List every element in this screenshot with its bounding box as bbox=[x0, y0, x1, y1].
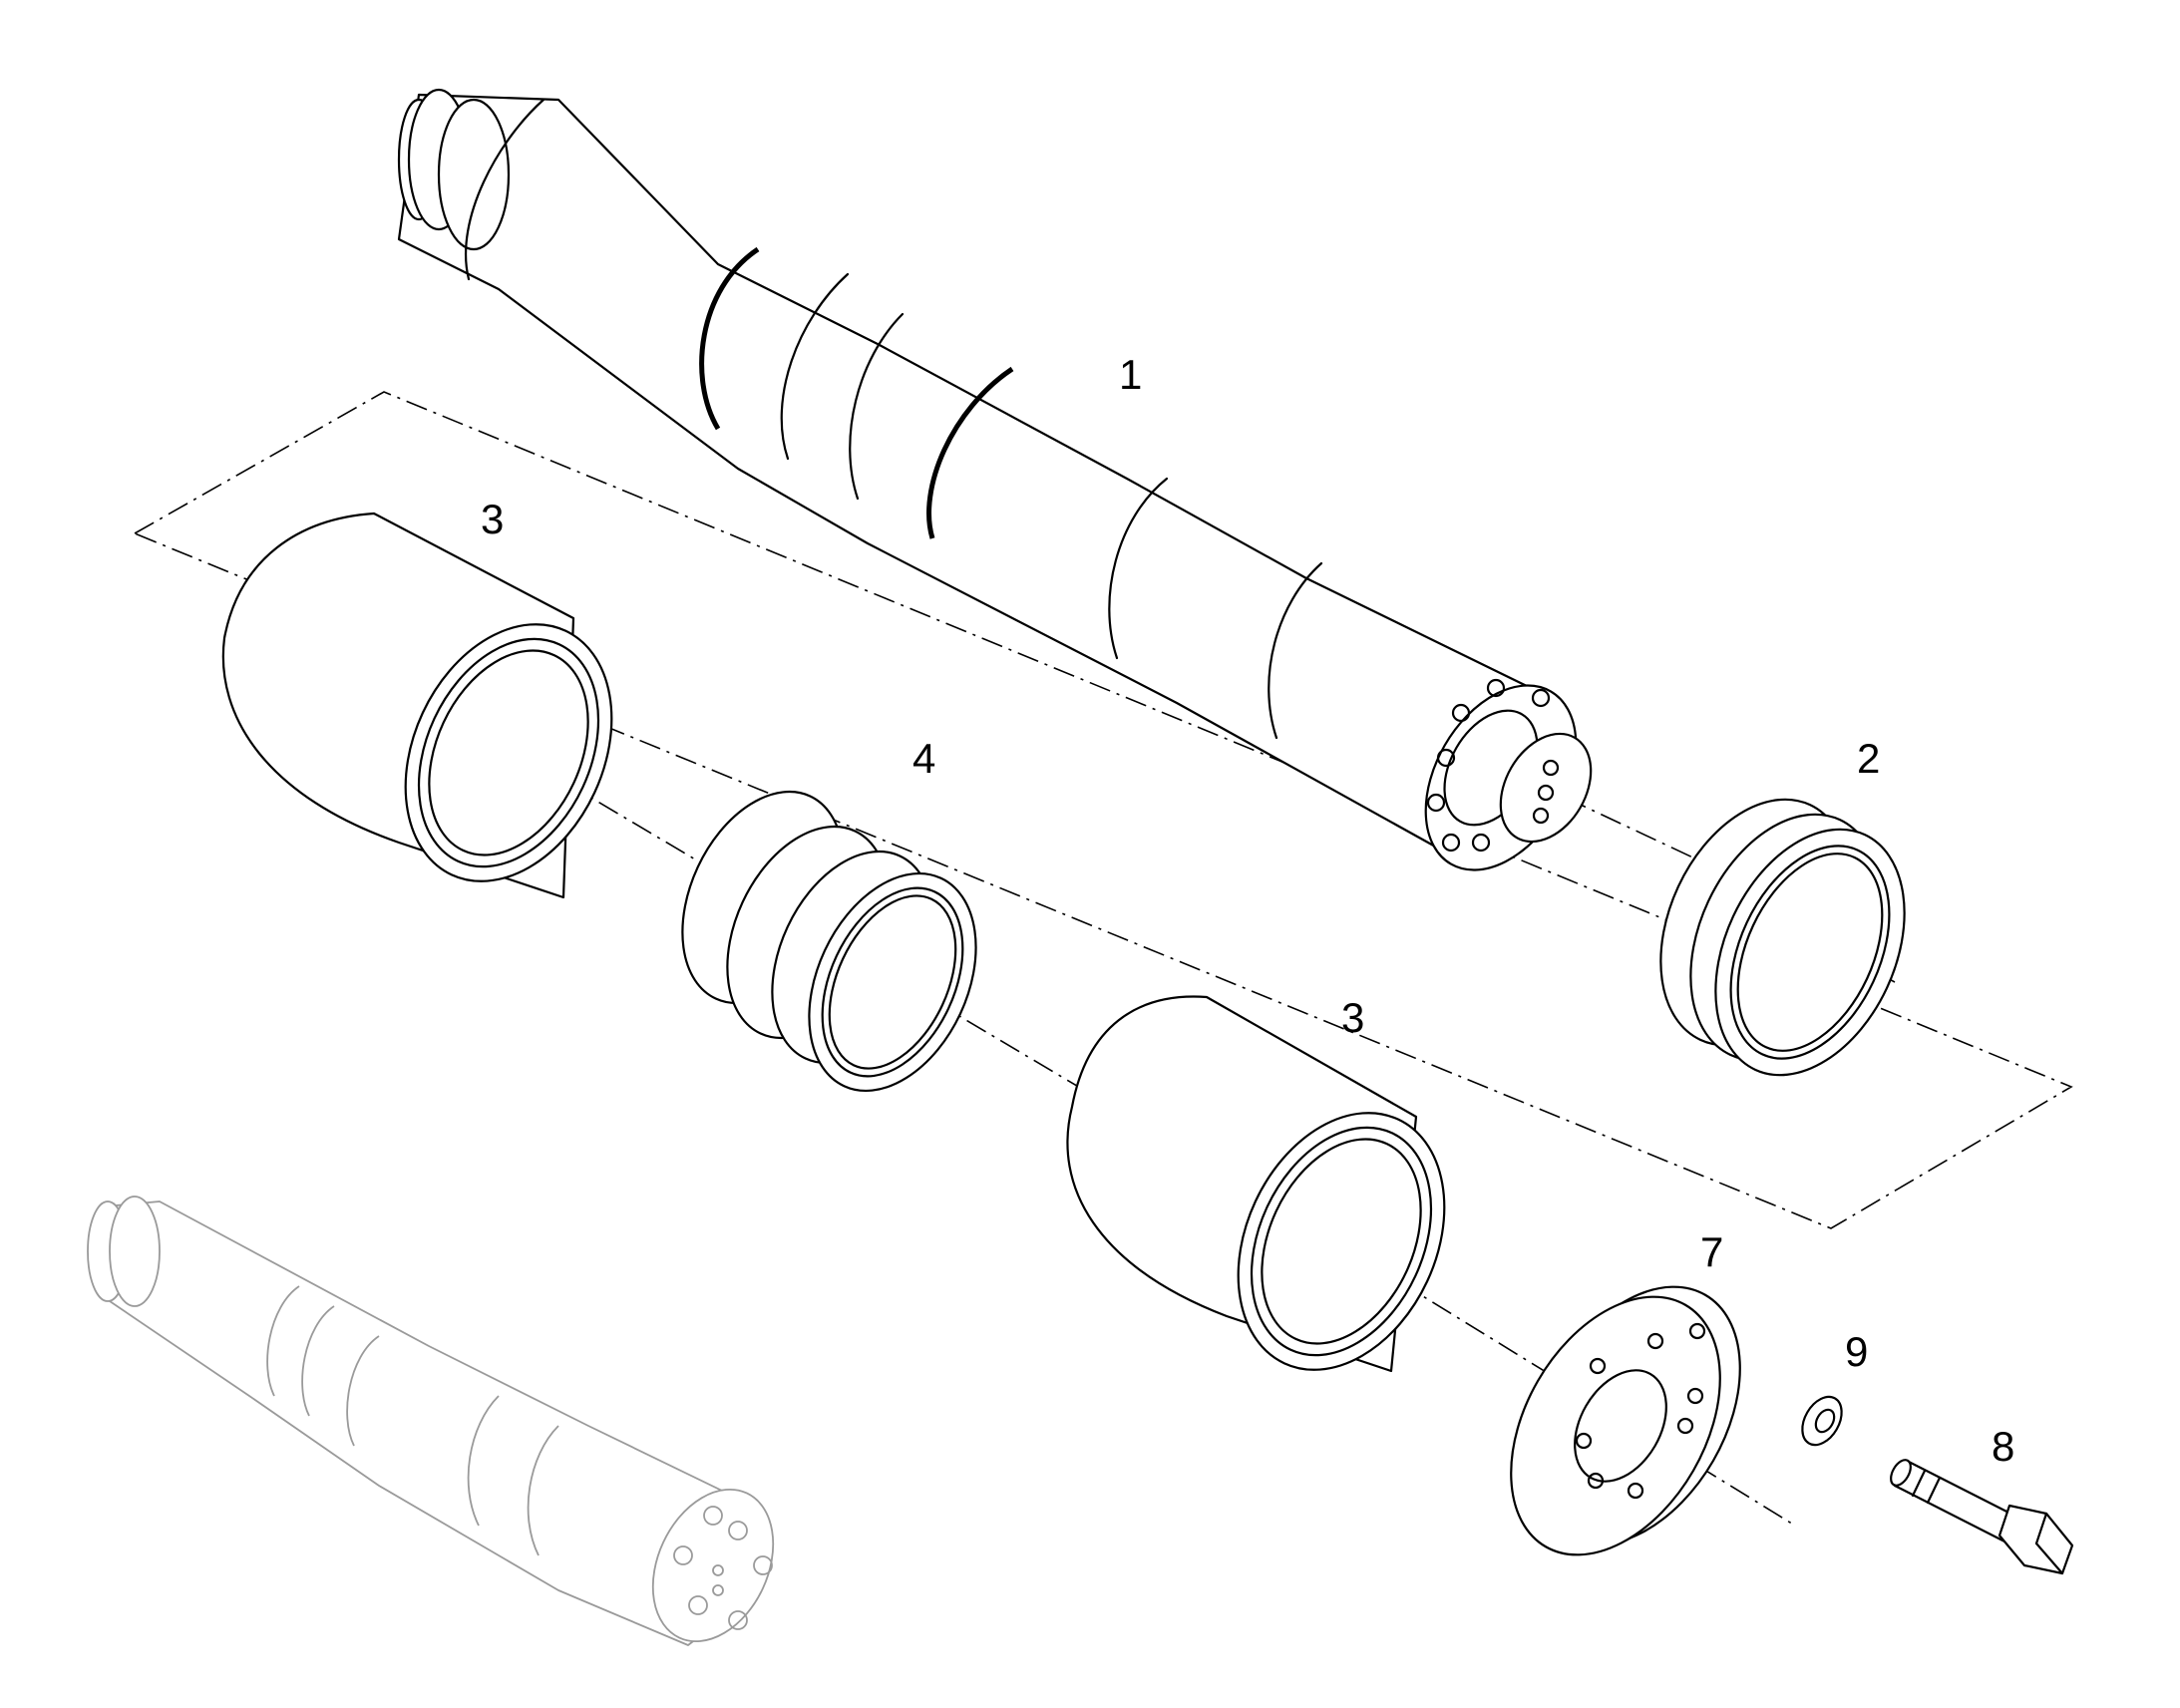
bushing-part-4 bbox=[681, 790, 977, 1093]
callout-part-9: 9 bbox=[1845, 1328, 1868, 1375]
ring-part-3-lower bbox=[1066, 995, 1446, 1373]
callout-part-7: 7 bbox=[1700, 1228, 1723, 1275]
shaft-part-1 bbox=[397, 88, 1593, 871]
washer-part-9 bbox=[1801, 1395, 1843, 1447]
callout-part-1: 1 bbox=[1119, 351, 1142, 398]
callout-part-8: 8 bbox=[1992, 1423, 2014, 1470]
callout-part-2: 2 bbox=[1857, 735, 1880, 782]
callout-part-3-upper: 3 bbox=[481, 496, 504, 542]
callout-part-3-lower: 3 bbox=[1341, 994, 1364, 1041]
end-plate-part-7 bbox=[1510, 1285, 1741, 1556]
collar-part-2 bbox=[1659, 798, 1906, 1077]
callout-part-4: 4 bbox=[912, 735, 935, 782]
bolt-part-8 bbox=[1890, 1459, 2074, 1575]
assembly-group-outline bbox=[134, 391, 2073, 1229]
ring-part-3-upper bbox=[221, 512, 613, 899]
assembly-preview-ghost bbox=[87, 1196, 775, 1646]
